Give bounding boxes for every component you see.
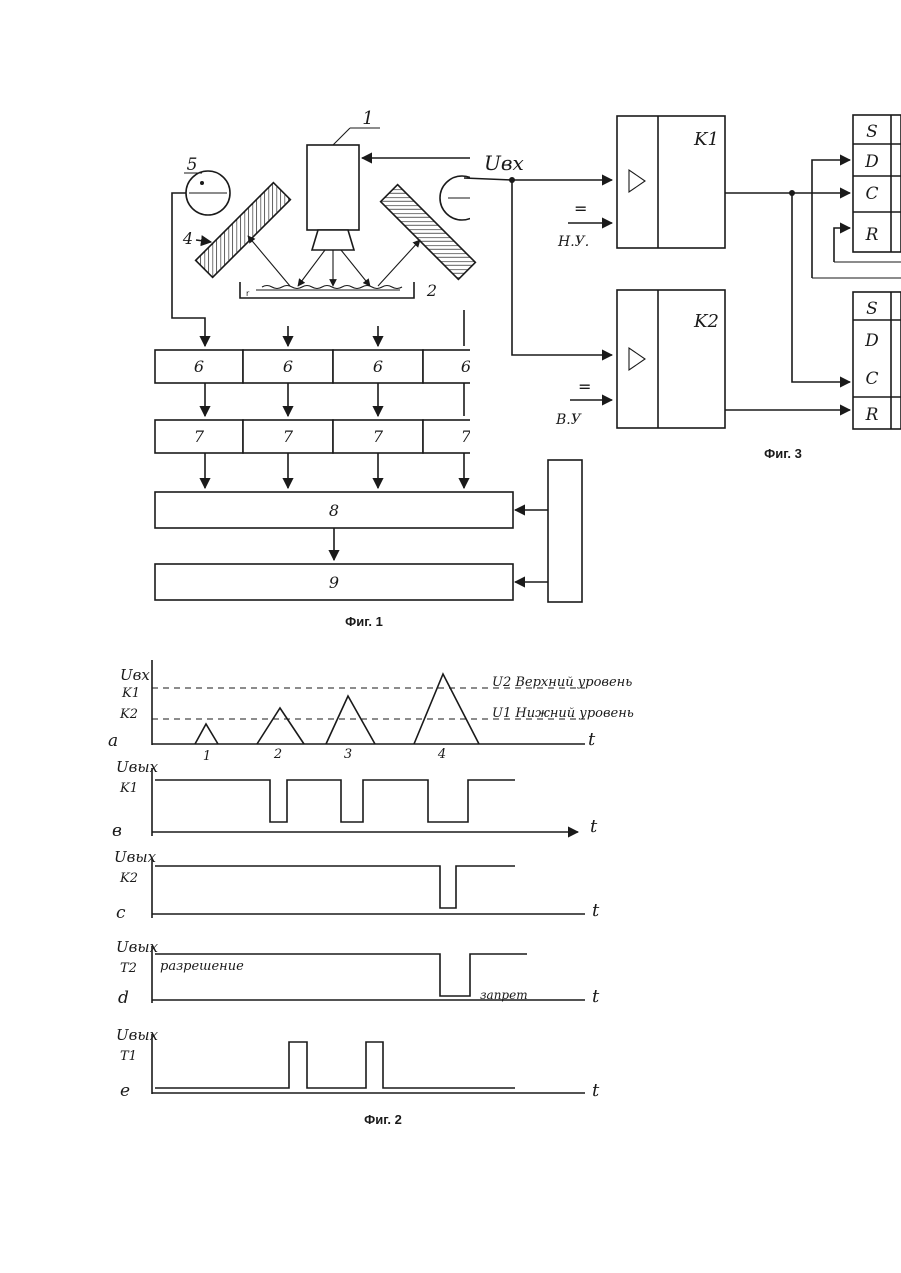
block-6-3-label: 6	[373, 357, 383, 376]
panel-a-ylabel: Uвх	[120, 666, 150, 684]
panel-a-t: t	[588, 729, 596, 750]
trigger-t1: S D C R	[853, 115, 901, 252]
upper-level-label: U2 Верхний уровень	[492, 675, 632, 690]
fig3-caption: Фиг. 3	[764, 446, 802, 461]
block-9-label: 9	[329, 573, 339, 592]
pulse-4	[414, 674, 479, 744]
lens	[312, 230, 354, 250]
comparator-k1-name: K1	[693, 129, 719, 150]
ref-symbol-k2: =	[578, 377, 591, 396]
block-7-4-label: 7	[461, 427, 472, 446]
panel-a-k1: K1	[121, 686, 140, 701]
timing-panel-d: Uвых T2 d t разрешение запрет	[116, 938, 600, 1008]
pulse-3-label: 3	[344, 747, 352, 762]
camera-number: 1	[362, 108, 373, 129]
block-8-label: 8	[329, 501, 339, 520]
row-6-blocks: 6 6 6 6	[155, 350, 513, 383]
pulse-1-label: 1	[203, 749, 211, 764]
panel-e-sub: T1	[120, 1049, 137, 1064]
pulse-3	[326, 696, 375, 744]
pulse-2-label: 2	[273, 747, 282, 762]
t2-pin-c: C	[865, 369, 878, 389]
deny-label: запрет	[480, 988, 528, 1002]
panel-d-sub: T2	[120, 961, 137, 976]
block-6-1-label: 6	[194, 357, 204, 376]
panel-c-sub: K2	[119, 871, 138, 886]
block-7-3-label: 7	[373, 427, 384, 446]
panel-e-letter: e	[120, 1081, 130, 1101]
t1-pin-r: R	[865, 225, 879, 245]
ref-symbol-k1: =	[574, 199, 587, 218]
input-line	[464, 178, 512, 180]
camera-block	[307, 145, 359, 230]
sample-number: 2	[426, 281, 437, 300]
lamp-signal-line	[172, 193, 205, 346]
comparator-k2-ref: В.У	[555, 412, 582, 428]
comparator-k2-name: K2	[693, 311, 719, 332]
k2-output-waveform	[155, 866, 515, 908]
k1-output-waveform	[155, 780, 515, 822]
timing-panel-e: Uвых T1 e t	[116, 1026, 600, 1101]
panel-a-letter: a	[108, 731, 118, 751]
lower-level-label: U1 Нижний уровень	[492, 706, 634, 721]
t1-pin-s: S	[866, 122, 878, 142]
figure-3: Uвх K1 = Н.У. K2 = В.У	[464, 115, 901, 461]
panel-c-t: t	[592, 900, 600, 921]
timing-panel-a: Uвх K1 K2 a t U2 Верхний уровень U1 Нижн…	[108, 660, 634, 764]
lamp-number: 5	[187, 155, 198, 175]
fig2-caption: Фиг. 2	[364, 1112, 402, 1127]
t2-pin-r: R	[865, 405, 879, 425]
panel-b-t: t	[590, 816, 598, 837]
pulse-2	[257, 708, 304, 744]
t1-pin-d: D	[864, 152, 879, 172]
panel-a-k2: K2	[119, 707, 138, 722]
allow-label: разрешение	[160, 959, 244, 974]
panel-d-letter: d	[118, 988, 129, 1008]
t1-pin-c: C	[865, 184, 878, 204]
pulse-1	[195, 724, 218, 744]
panel-b-letter: в	[112, 821, 122, 841]
block-6-4-label: 6	[461, 357, 471, 376]
pulse-4-label: 4	[437, 747, 446, 762]
t2-pin-s: S	[866, 299, 878, 319]
t1-output-waveform	[155, 1042, 515, 1088]
row-7-blocks: 7 7 7 7	[155, 420, 513, 453]
t2-pin-d: D	[864, 331, 879, 351]
trigger-t2: S D C R	[853, 292, 901, 429]
comparator-k1-ref: Н.У.	[557, 234, 589, 250]
figure-2: Uвх K1 K2 a t U2 Верхний уровень U1 Нижн…	[108, 660, 634, 1127]
side-bus	[548, 460, 582, 602]
panel-c-ylabel: Uвых	[114, 848, 157, 866]
panel-e-t: t	[592, 1080, 600, 1101]
panel-c-letter: c	[116, 903, 126, 923]
timing-panel-c: Uвых K2 c t	[114, 848, 600, 923]
mirror-number: 4	[182, 229, 193, 248]
camera-leader	[333, 128, 350, 145]
block-7-2-label: 7	[283, 427, 294, 446]
fig1-caption: Фиг. 1	[345, 614, 383, 629]
timing-panel-b: Uвых K1 в t	[112, 758, 598, 841]
panel-b-sub: K1	[119, 781, 138, 796]
panel-d-t: t	[592, 986, 600, 1007]
block-7-1-label: 7	[194, 427, 205, 446]
input-label: Uвх	[484, 151, 524, 175]
block-6-2-label: 6	[283, 357, 293, 376]
figure-1: 1 5 4 r 2	[155, 108, 582, 629]
tray-mark: r	[246, 289, 250, 298]
